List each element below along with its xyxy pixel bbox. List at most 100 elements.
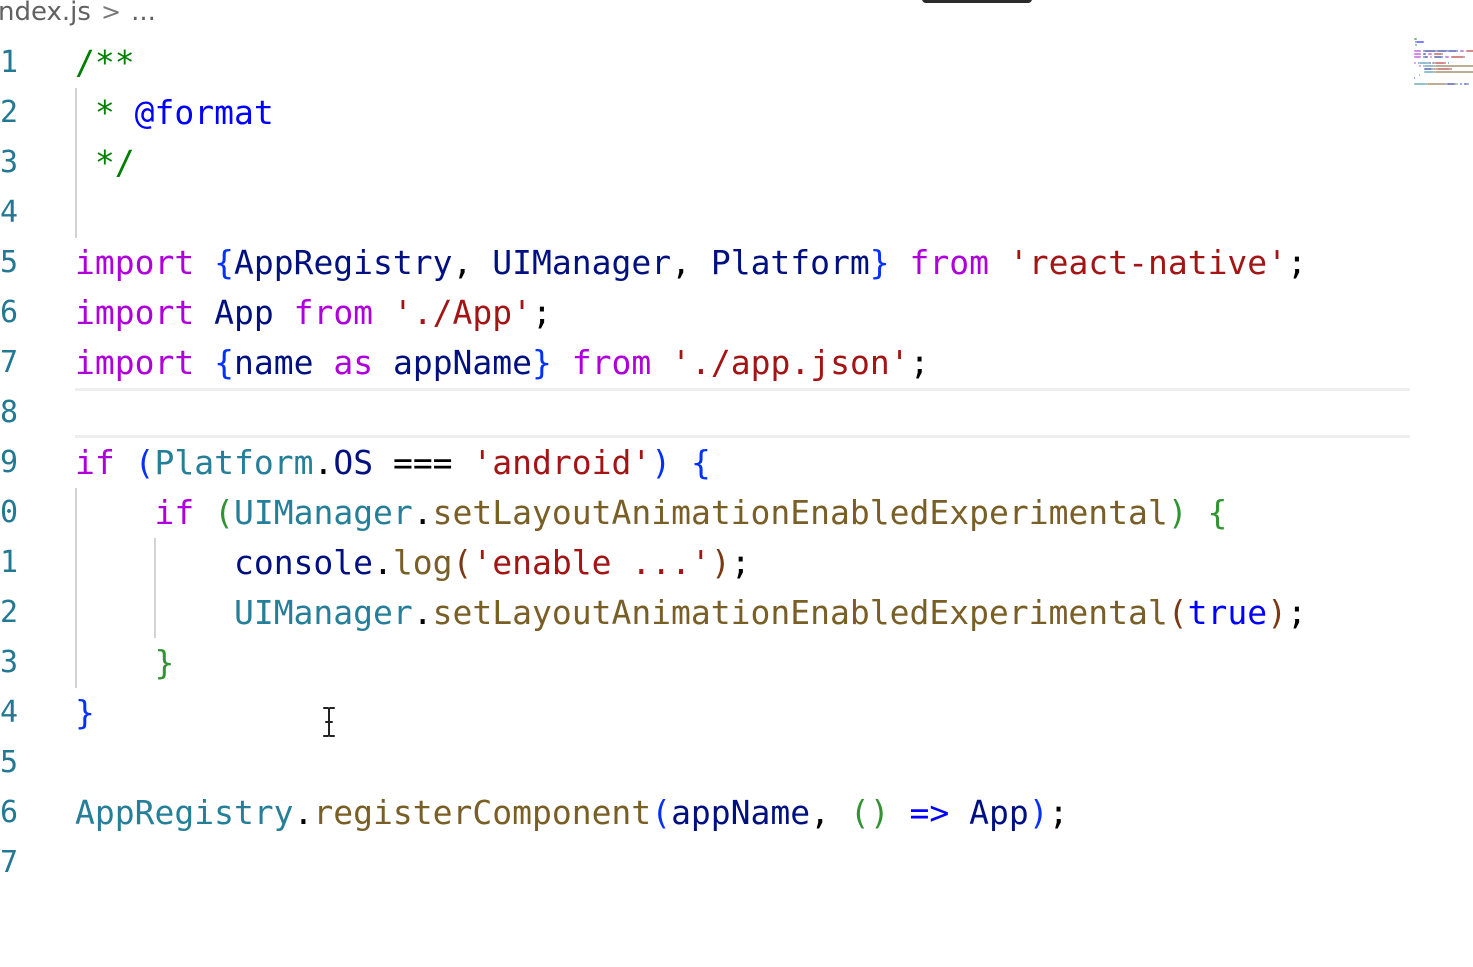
code-token: App bbox=[214, 293, 274, 332]
minimap-token bbox=[1467, 83, 1468, 85]
breadcrumb-file[interactable]: ndex.js bbox=[0, 0, 91, 27]
code-token: from bbox=[571, 343, 652, 382]
code-token bbox=[194, 243, 214, 282]
code-token: @format bbox=[134, 93, 274, 132]
code-token: { bbox=[214, 343, 234, 382]
code-line[interactable] bbox=[75, 838, 1410, 888]
minimap-token bbox=[1432, 62, 1435, 64]
chevron-right-icon: > bbox=[100, 0, 122, 26]
code-token: 'android' bbox=[472, 443, 652, 482]
code-editor[interactable]: /** * @format */ import {AppRegistry, UI… bbox=[75, 38, 1410, 888]
code-line[interactable] bbox=[75, 738, 1410, 788]
code-token bbox=[75, 543, 234, 582]
minimap-token bbox=[1423, 65, 1424, 67]
minimap-token bbox=[1464, 56, 1465, 58]
code-token bbox=[949, 793, 969, 832]
code-token: ( bbox=[214, 493, 234, 532]
line-number: 3 bbox=[0, 145, 18, 180]
minimap-token bbox=[1433, 68, 1436, 70]
code-line[interactable]: * @format bbox=[75, 88, 1410, 138]
minimap-token bbox=[1429, 62, 1431, 64]
minimap-token bbox=[1418, 62, 1419, 64]
minimap-token bbox=[1430, 56, 1432, 58]
breadcrumb: ndex.js > ... bbox=[0, 0, 156, 32]
code-line[interactable] bbox=[75, 188, 1410, 238]
minimap[interactable] bbox=[1412, 38, 1473, 92]
minimap-token bbox=[1435, 62, 1445, 64]
code-token: from bbox=[909, 243, 990, 282]
line-number: 9 bbox=[0, 445, 18, 480]
code-token bbox=[313, 343, 333, 382]
line-number: 3 bbox=[0, 645, 18, 680]
code-token bbox=[651, 343, 671, 382]
code-token: /** bbox=[75, 43, 135, 82]
minimap-token bbox=[1416, 41, 1424, 43]
breadcrumb-more[interactable]: ... bbox=[131, 0, 156, 27]
code-token: from bbox=[293, 293, 374, 332]
line-number: 2 bbox=[0, 595, 18, 630]
code-token bbox=[274, 293, 294, 332]
code-token: . bbox=[293, 793, 314, 832]
code-token: AppRegistry bbox=[233, 243, 453, 282]
code-token: ) bbox=[1028, 793, 1049, 832]
minimap-token bbox=[1424, 65, 1434, 67]
minimap-token bbox=[1445, 56, 1449, 58]
code-line[interactable]: if (Platform.OS === 'android') { bbox=[75, 438, 1410, 488]
minimap-token bbox=[1434, 53, 1442, 55]
minimap-token bbox=[1428, 53, 1432, 55]
minimap-token bbox=[1457, 50, 1458, 52]
code-line[interactable]: /** bbox=[75, 38, 1410, 88]
minimap-token bbox=[1415, 41, 1416, 43]
code-token: registerComponent bbox=[313, 793, 652, 832]
minimap-token bbox=[1414, 56, 1421, 58]
code-line[interactable]: AppRegistry.registerComponent(appName, (… bbox=[75, 788, 1410, 838]
code-token: { bbox=[690, 443, 711, 482]
minimap-token bbox=[1426, 83, 1427, 85]
code-token: } bbox=[154, 643, 175, 682]
code-token: UIManager bbox=[492, 243, 672, 282]
code-line[interactable]: if (UIManager.setLayoutAnimationEnabledE… bbox=[75, 488, 1410, 538]
code-line[interactable]: } bbox=[75, 638, 1410, 688]
minimap-token bbox=[1419, 62, 1428, 64]
code-token bbox=[75, 493, 154, 532]
line-number: 6 bbox=[0, 295, 18, 330]
minimap-token bbox=[1414, 83, 1426, 85]
minimap-token bbox=[1437, 68, 1450, 70]
code-token bbox=[373, 343, 393, 382]
code-line[interactable]: */ bbox=[75, 138, 1410, 188]
minimap-token bbox=[1432, 68, 1433, 70]
code-token: ; bbox=[909, 343, 930, 382]
code-token: , bbox=[810, 793, 850, 832]
indent-guide-if-inner bbox=[154, 538, 156, 638]
minimap-token bbox=[1424, 71, 1434, 73]
code-token: if bbox=[154, 493, 195, 532]
code-token: true bbox=[1187, 593, 1268, 632]
minimap-token bbox=[1460, 50, 1464, 52]
minimap-token bbox=[1424, 56, 1428, 58]
code-token: ( bbox=[134, 443, 155, 482]
minimap-token bbox=[1427, 83, 1446, 85]
code-token: OS bbox=[333, 443, 374, 482]
code-line[interactable]: import {AppRegistry, UIManager, Platform… bbox=[75, 238, 1410, 288]
code-line[interactable]: console.log('enable ...'); bbox=[75, 538, 1410, 588]
code-line[interactable]: } bbox=[75, 688, 1410, 738]
code-token: appName bbox=[671, 793, 811, 832]
code-line[interactable]: UIManager.setLayoutAnimationEnabledExper… bbox=[75, 588, 1410, 638]
code-token bbox=[115, 443, 135, 482]
minimap-token bbox=[1437, 50, 1447, 52]
minimap-token bbox=[1464, 83, 1467, 85]
code-line[interactable]: import App from './App'; bbox=[75, 288, 1410, 338]
code-line[interactable] bbox=[75, 388, 1410, 438]
code-token: , bbox=[452, 243, 493, 282]
minimap-token bbox=[1455, 83, 1456, 85]
code-token: name bbox=[233, 343, 314, 382]
code-token: ) bbox=[651, 443, 672, 482]
code-line[interactable]: import {name as appName} from './app.jso… bbox=[75, 338, 1410, 388]
minimap-token bbox=[1460, 83, 1462, 85]
code-token bbox=[75, 593, 234, 632]
code-token bbox=[75, 643, 154, 682]
code-token: UIManager bbox=[233, 493, 413, 532]
code-token: => bbox=[909, 793, 950, 832]
code-token: appName bbox=[392, 343, 533, 382]
line-number: 4 bbox=[0, 695, 18, 730]
